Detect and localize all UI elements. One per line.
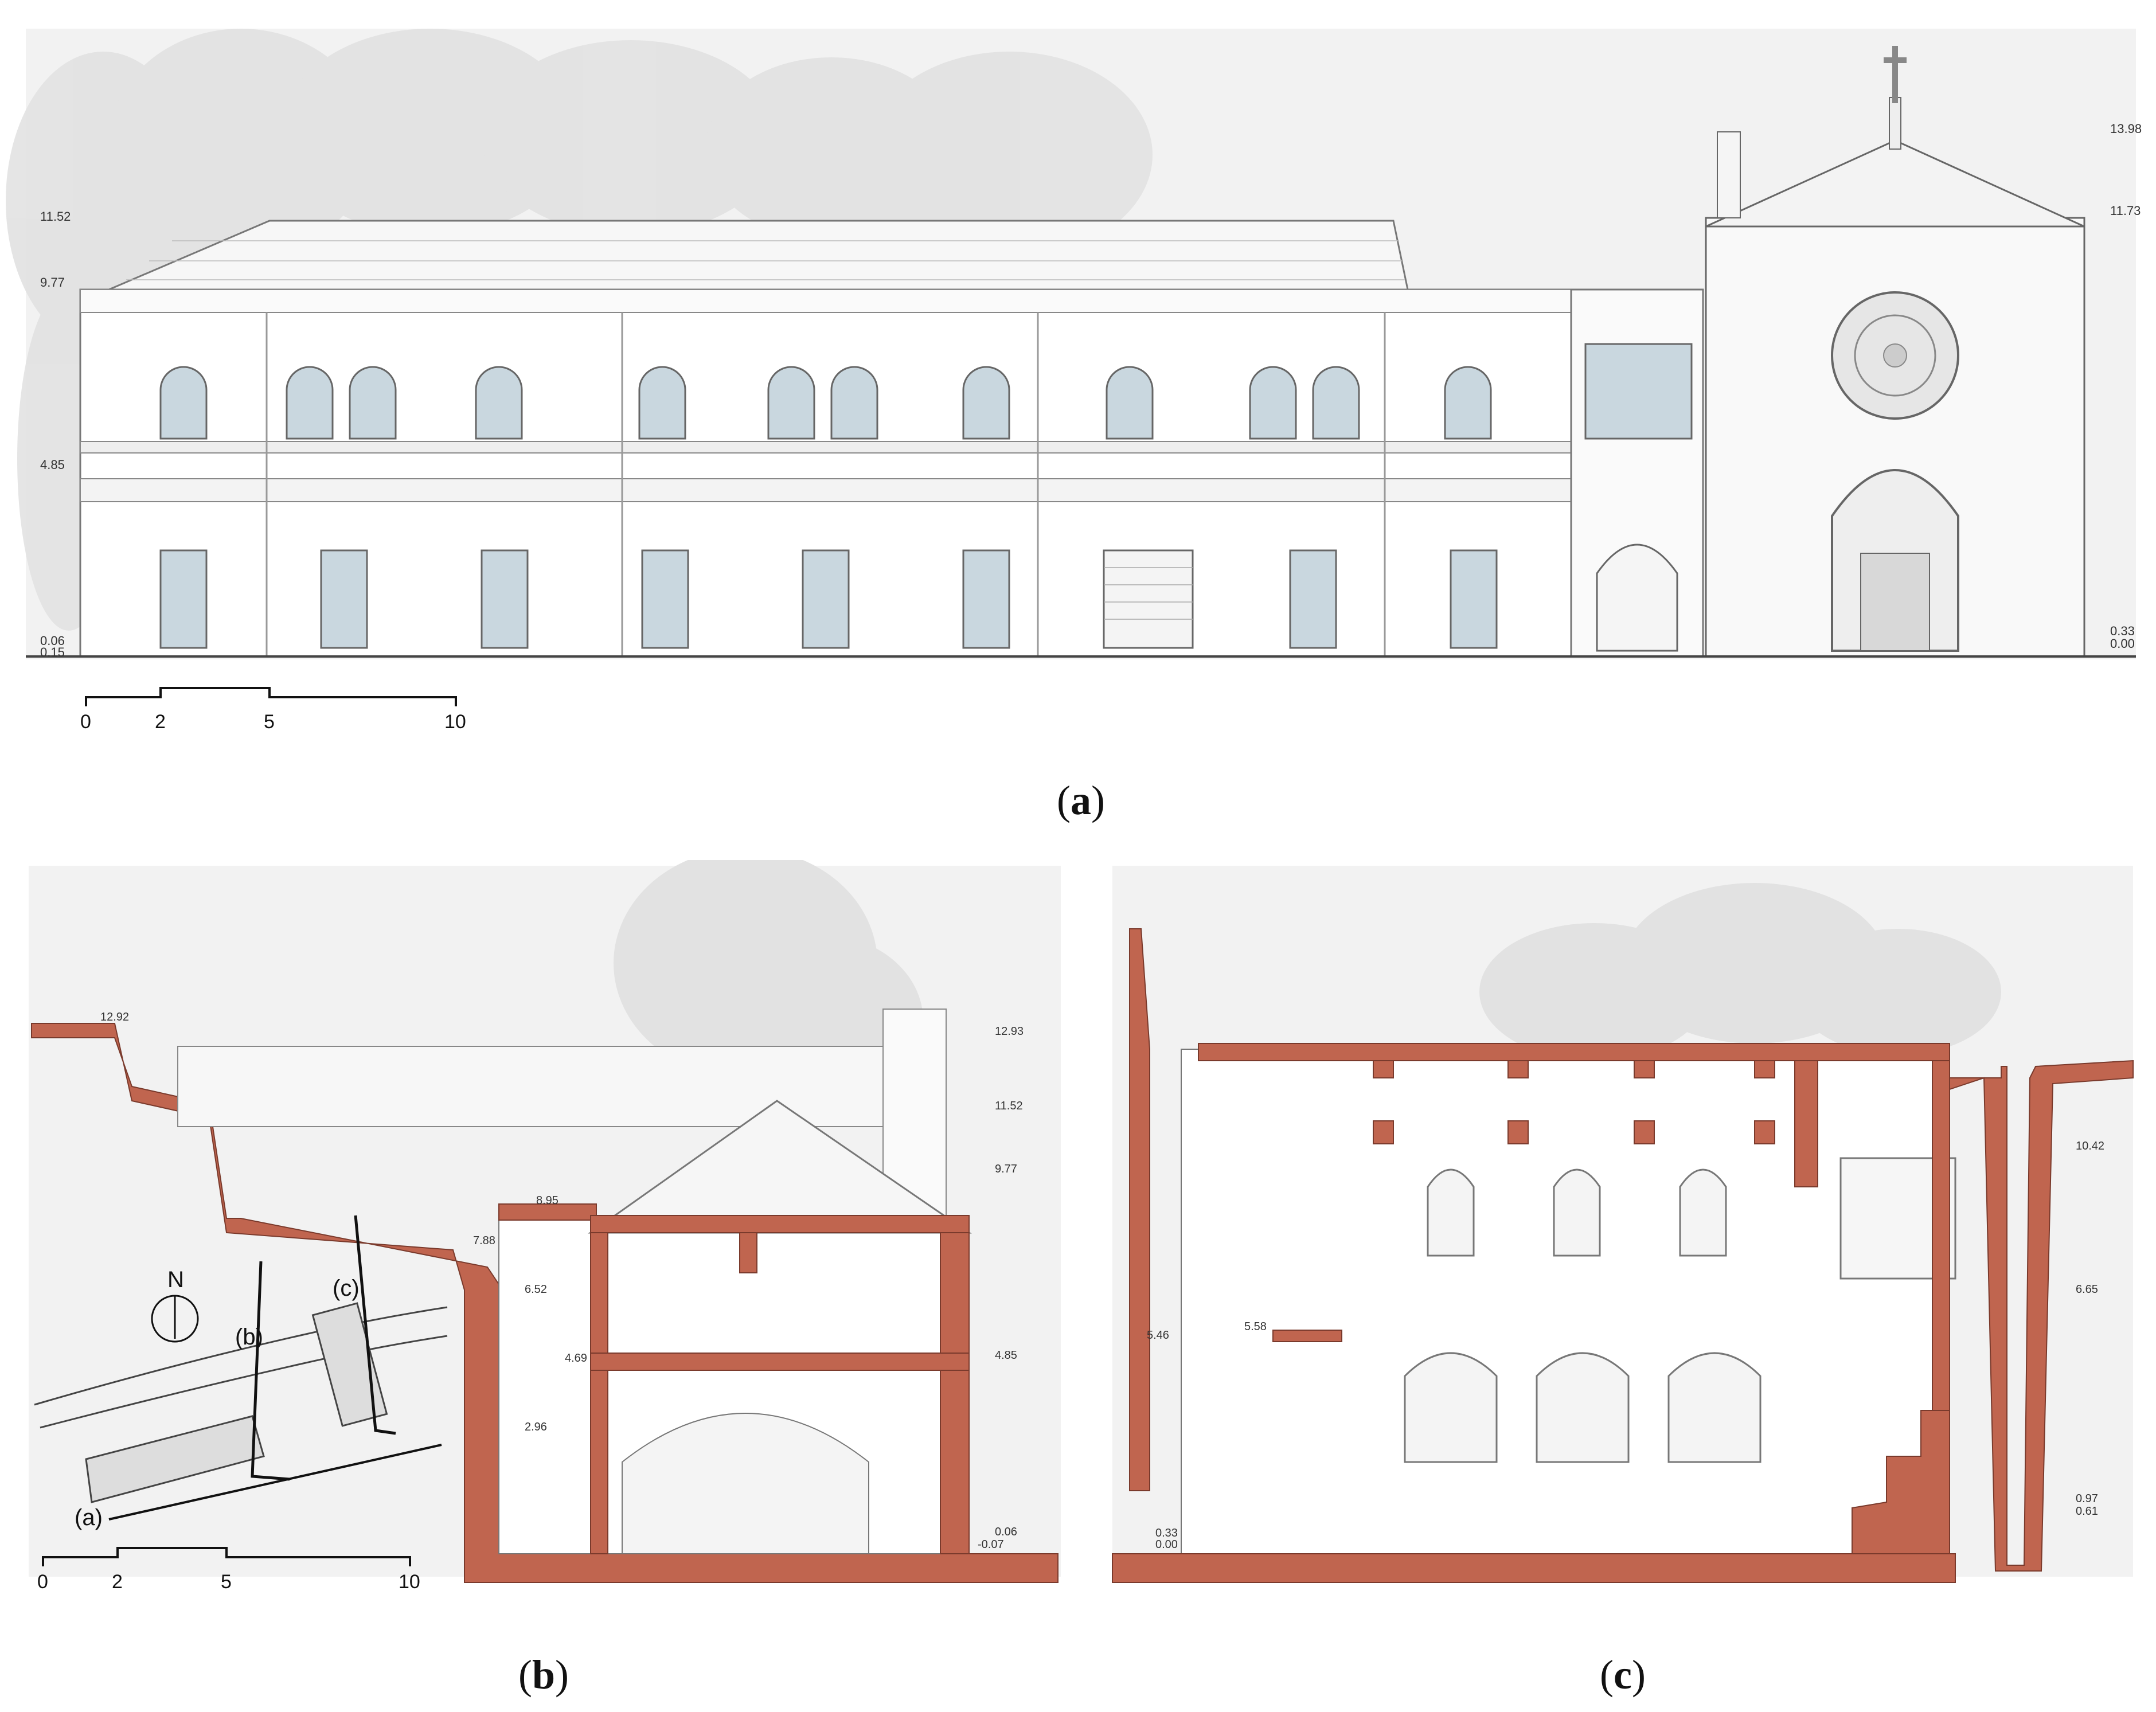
elev-c-right-2: 6.65 [2076, 1283, 2098, 1296]
north-label: N [167, 1267, 184, 1292]
elev-c-left-2: 0.33 [1155, 1527, 1178, 1539]
elev-b-inner-4: 4.69 [565, 1352, 587, 1365]
cross-icon [1892, 46, 1898, 103]
side-gothic-door [1596, 544, 1678, 652]
section-cuts-c [1112, 928, 2134, 1583]
elev-b-top-left: 12.92 [100, 1011, 129, 1023]
elev-a-right-4: 0.00 [2110, 636, 2135, 651]
section-b-drawing: N (a) (b) (c) 12.92 12.93 11.52 9.77 4.8… [29, 860, 1061, 1593]
lower-niches [1404, 1352, 1761, 1463]
elev-c-right-1: 10.42 [2076, 1140, 2104, 1152]
elevation-a-drawing: 11.52 9.77 4.85 0.06 0.15 13.98 11.73 0.… [6, 29, 2142, 733]
section-c-drawing: 5.46 0.33 0.00 5.58 10.42 6.65 0.97 0.61 [1112, 866, 2134, 1583]
elev-a-right-3: 0.33 [2110, 624, 2135, 638]
scale-a-2: 2 [155, 711, 166, 733]
elev-a-left-2: 9.77 [40, 275, 65, 290]
scale-bar-a [85, 687, 457, 706]
background-tree-c [1479, 883, 2001, 1061]
elev-a-right-2: 11.73 [2110, 204, 2141, 218]
elev-b-inner-5: 2.96 [525, 1421, 547, 1433]
elev-b-right-6: -0.07 [978, 1538, 1004, 1551]
elev-b-right-3: 9.77 [995, 1163, 1017, 1175]
elev-b-inner-2: 7.88 [473, 1234, 495, 1247]
elev-a-right-1: 13.98 [2110, 122, 2142, 136]
elev-b-inner-1: 8.95 [536, 1194, 558, 1207]
elev-a-left-1: 11.52 [40, 209, 71, 224]
elev-c-inner-1: 5.58 [1244, 1320, 1267, 1333]
key-plan [34, 1215, 448, 1521]
caption-a: (a) [1057, 777, 1105, 823]
garage-door [1103, 549, 1194, 649]
caption-c: (c) [1600, 1652, 1646, 1698]
key-label-b: (b) [235, 1324, 263, 1350]
scale-b-2: 2 [112, 1571, 123, 1593]
upper-windows [159, 366, 1492, 440]
scale-b-5: 5 [221, 1571, 232, 1593]
elev-b-inner-3: 6.52 [525, 1283, 547, 1296]
elev-b-right-5: 0.06 [995, 1526, 1017, 1538]
elev-a-left-4: 0.06 [40, 634, 65, 648]
elev-b-right-1: 12.93 [995, 1025, 1024, 1038]
scale-a-10: 10 [444, 711, 466, 733]
scale-b-10: 10 [399, 1571, 420, 1593]
elev-b-right-2: 11.52 [995, 1100, 1023, 1112]
elev-c-right-4: 0.61 [2076, 1505, 2098, 1518]
key-label-a: (a) [75, 1505, 103, 1530]
elev-a-left-5: 0.15 [40, 645, 65, 659]
elev-c-left-3: 0.00 [1155, 1538, 1178, 1551]
scale-b-0: 0 [37, 1571, 48, 1593]
key-label-c: (c) [333, 1276, 360, 1301]
scale-a-0: 0 [80, 711, 91, 733]
scale-a-5: 5 [264, 711, 275, 733]
caption-b: (b) [518, 1652, 569, 1698]
scale-bar-b [42, 1547, 411, 1566]
lower-windows [159, 549, 1498, 649]
elev-c-left-1: 5.46 [1147, 1329, 1169, 1342]
elev-b-right-4: 4.85 [995, 1349, 1017, 1362]
upper-gothic-windows [1427, 1168, 1727, 1257]
elev-a-left-3: 4.85 [40, 458, 65, 472]
glass-panel [1584, 343, 1693, 440]
elev-c-right-3: 0.97 [2076, 1492, 2098, 1505]
